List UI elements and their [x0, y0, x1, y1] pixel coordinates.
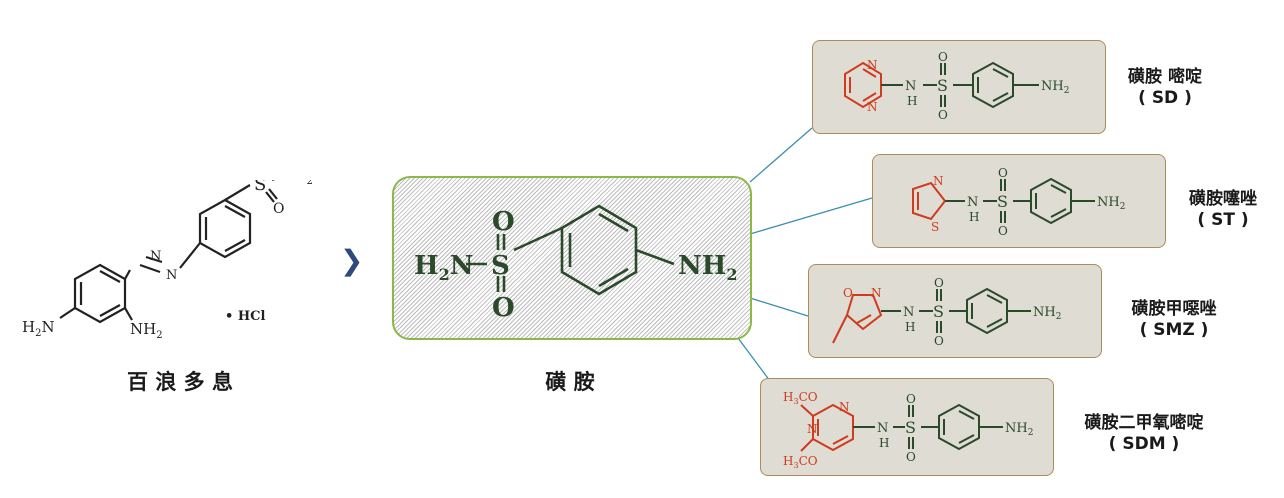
st-o1: O — [998, 166, 1008, 180]
arrow-icon: ❯ — [340, 244, 364, 277]
prontosil-nh2-top: NH — [282, 180, 306, 184]
st-s-ring: S — [931, 220, 939, 234]
prontosil-o-bottom: O — [273, 201, 284, 217]
prontosil-title: 百 浪 多 息 — [127, 370, 233, 394]
smz-o-ring: O — [843, 286, 853, 300]
sulfanilamide-structure: H2N S O O NH2 — [414, 204, 737, 323]
sdm-h: H — [879, 436, 889, 450]
smz-o2: O — [934, 334, 944, 348]
st-h: H — [969, 210, 979, 224]
prontosil-h2n: H — [22, 318, 35, 336]
derivative-sdm-box: H3CO H3CO N N N H S O O NH2 — [760, 378, 1054, 476]
sulfanilamide-box: H2N S O O NH2 — [392, 176, 752, 340]
prontosil-structure: S O O NH2 N N H2N NH2 • HCl — [22, 180, 313, 341]
derivative-smz-box: O N N H S O O NH2 — [808, 264, 1102, 358]
sd-nh: N — [905, 79, 916, 94]
sdm-nh2: NH — [1005, 421, 1028, 436]
smz-nh: N — [903, 305, 914, 320]
smz-n-ring: N — [871, 286, 882, 300]
sdm-o1: O — [906, 392, 916, 406]
smz-nh2: NH — [1033, 305, 1056, 320]
sd-o1: O — [938, 50, 948, 64]
sd-n2: N — [867, 100, 878, 114]
svg-text:H3CO: H3CO — [783, 454, 818, 470]
sd-h: H — [907, 94, 917, 108]
sdm-n1: N — [839, 400, 850, 414]
svg-text:H2N: H2N — [22, 318, 55, 339]
sd-s: S — [937, 76, 948, 95]
sdm-o2: O — [906, 450, 916, 464]
st-structure: N S N H S O O NH2 — [912, 166, 1125, 238]
sd-nh2: NH — [1041, 79, 1064, 94]
svg-text:NH2: NH2 — [1033, 305, 1061, 322]
svg-text:NH2: NH2 — [678, 251, 737, 284]
sulfanilamide-title: 磺 胺 — [545, 370, 595, 394]
svg-text:H3CO: H3CO — [783, 390, 818, 406]
prontosil-azo-n1: N — [150, 249, 161, 264]
sdm-nh: N — [877, 421, 888, 436]
sdm-structure: H3CO H3CO N N N H S O O NH2 — [783, 390, 1033, 470]
derivative-sdm-name: 磺胺二甲氧嘧啶 — [1084, 413, 1204, 433]
derivative-sd-box: N N N H S O O NH2 — [812, 40, 1106, 134]
smz-structure: O N N H S O O NH2 — [832, 276, 1061, 348]
smz-s: S — [933, 302, 944, 321]
derivative-smz-name: 磺胺甲噁唑 — [1131, 299, 1217, 319]
sdm-h3co-top: H — [783, 390, 793, 404]
svg-text:H2N: H2N — [414, 251, 473, 284]
derivative-st-name: 磺胺噻唑 — [1189, 189, 1257, 209]
svg-text:NH2: NH2 — [1097, 195, 1125, 212]
sdm-n2: N — [807, 422, 818, 436]
sd-n1: N — [867, 58, 878, 72]
derivative-st-abbr: ( ST ) — [1197, 210, 1249, 230]
derivative-sdm-abbr: ( SDM ) — [1108, 434, 1180, 454]
core-s: S — [491, 251, 510, 281]
prontosil-nh2-bottom: NH — [130, 320, 156, 338]
prontosil-azo-n2: N — [166, 268, 177, 283]
st-s: S — [997, 192, 1008, 211]
prontosil-hcl: • HCl — [225, 309, 265, 324]
core-h2n: H — [414, 251, 439, 281]
core-o-top: O — [492, 207, 515, 237]
derivative-sd-name: 磺胺 嘧啶 — [1128, 67, 1202, 87]
st-nh2: NH — [1097, 195, 1120, 210]
svg-text:NH2: NH2 — [1005, 421, 1033, 438]
svg-text:NH2: NH2 — [130, 320, 163, 341]
svg-text:NH2: NH2 — [282, 180, 313, 187]
sdm-h3co-bottom: H — [783, 454, 793, 468]
smz-h: H — [905, 320, 915, 334]
sdm-s: S — [905, 418, 916, 437]
derivative-st-box: N S N H S O O NH2 — [872, 154, 1166, 248]
svg-text:NH2: NH2 — [1041, 79, 1069, 96]
prontosil-s: S — [254, 180, 266, 195]
core-nh2: NH — [678, 251, 726, 281]
derivative-smz-abbr: ( SMZ ) — [1139, 320, 1209, 340]
st-o2: O — [998, 224, 1008, 238]
st-n: N — [933, 174, 944, 188]
smz-o1: O — [934, 276, 944, 290]
core-o-bottom: O — [492, 293, 515, 323]
sd-structure: N N N H S O O NH2 — [844, 50, 1069, 122]
st-nh: N — [967, 195, 978, 210]
derivative-sd-abbr: ( SD ) — [1138, 88, 1192, 108]
sd-o2: O — [938, 108, 948, 122]
